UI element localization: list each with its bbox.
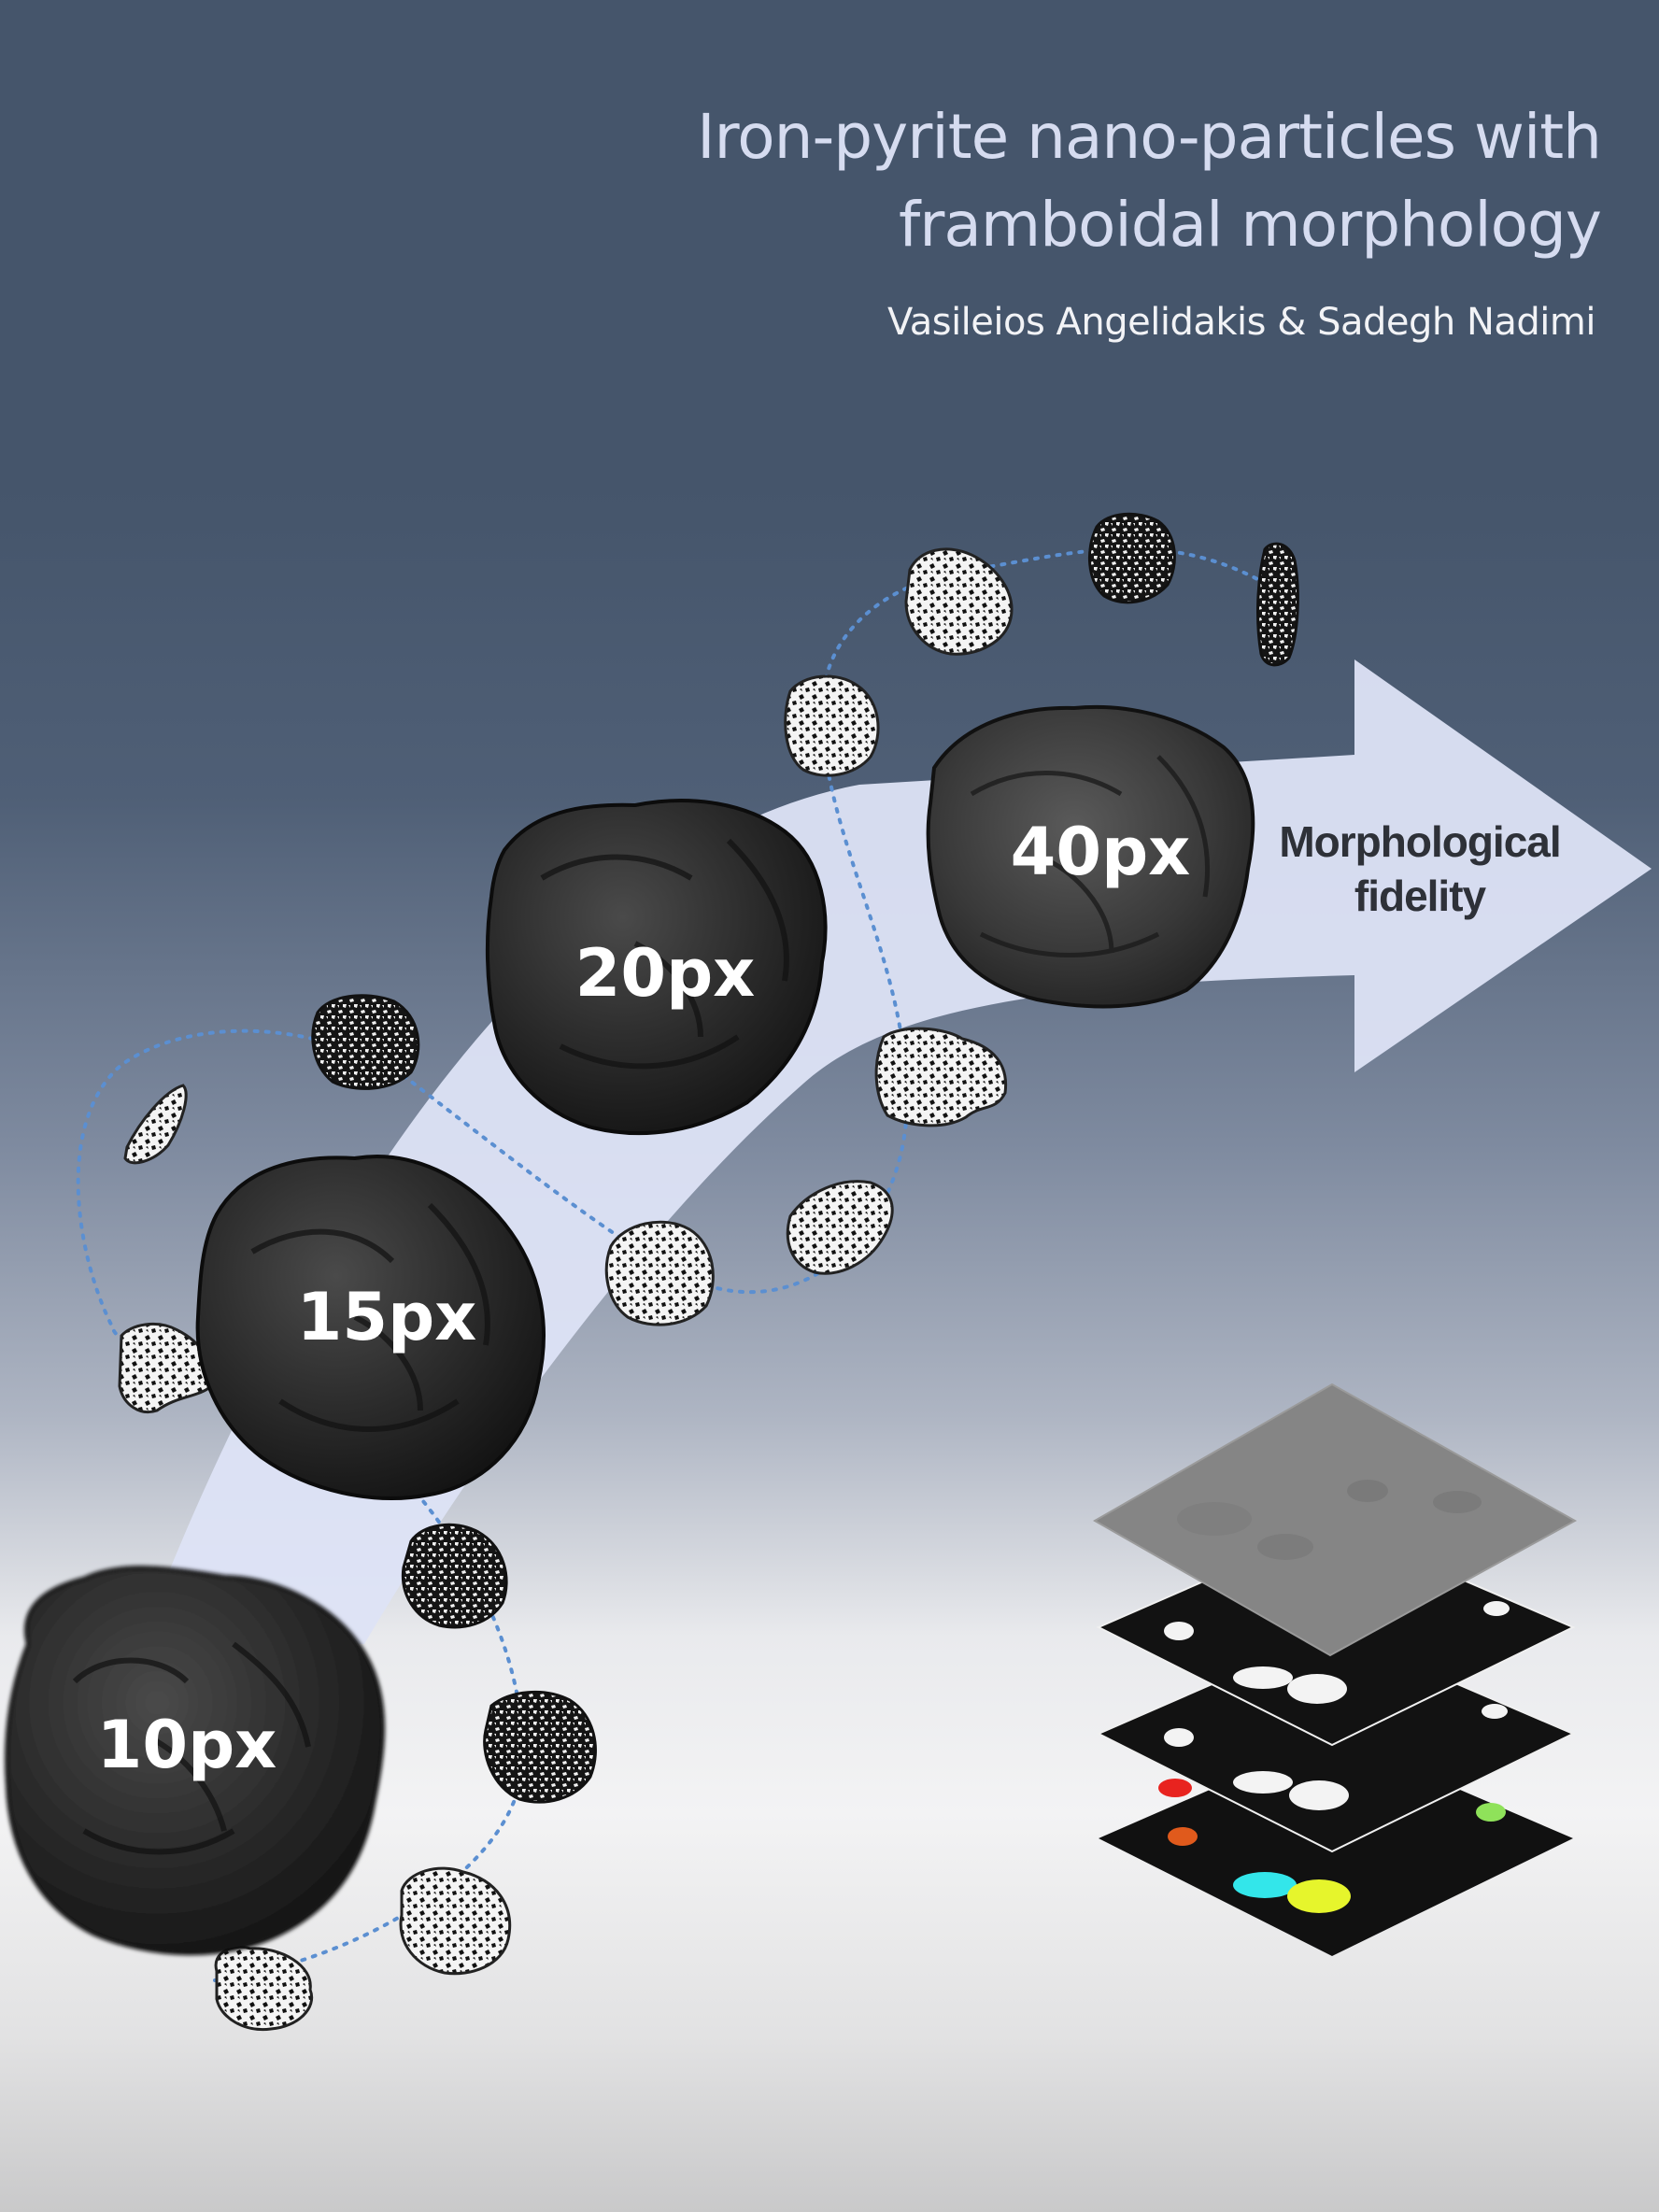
title-line-2: framboidal morphology — [899, 189, 1602, 261]
scale-label-15px: 15px — [297, 1279, 477, 1355]
particle-thumb — [784, 674, 880, 777]
framboid-20px — [485, 799, 828, 1136]
particle-thumb — [1256, 542, 1299, 667]
layer-grayscale-image — [1092, 1382, 1578, 1657]
segmentation-layer-stack — [1092, 1382, 1578, 1956]
particle-thumb — [401, 1523, 508, 1629]
scale-label-10px: 10px — [97, 1707, 277, 1783]
particle-thumb — [123, 1084, 188, 1165]
particle-thumb — [786, 1180, 894, 1275]
framboid-10px — [5, 1566, 385, 1956]
arrow-label-line-1: Morphological — [1279, 817, 1561, 866]
authors: Vasileios Angelidakis & Sadegh Nadimi — [886, 301, 1596, 344]
arrow-label-line-2: fidelity — [1354, 872, 1486, 920]
arrow-label: Morphological fidelity — [1242, 815, 1597, 923]
particle-thumb — [604, 1220, 715, 1326]
poster-title: Iron-pyrite nano-particles with framboid… — [574, 93, 1602, 269]
particle-thumb — [399, 1866, 511, 1976]
particle-thumb — [311, 994, 420, 1090]
particle-thumb — [1087, 512, 1176, 604]
particle-thumb — [214, 1945, 314, 2032]
particle-thumb — [904, 547, 1014, 656]
framboid-15px — [195, 1155, 546, 1500]
scale-label-20px: 20px — [575, 935, 756, 1012]
title-line-1: Iron-pyrite nano-particles with — [697, 101, 1602, 173]
scale-label-40px: 40px — [1011, 814, 1191, 890]
framboid-40px — [926, 704, 1255, 1009]
dotted-paths — [76, 546, 1291, 1982]
particle-thumb — [874, 1027, 1008, 1127]
particle-thumbnails — [118, 512, 1299, 2032]
particle-thumb — [483, 1690, 597, 1804]
